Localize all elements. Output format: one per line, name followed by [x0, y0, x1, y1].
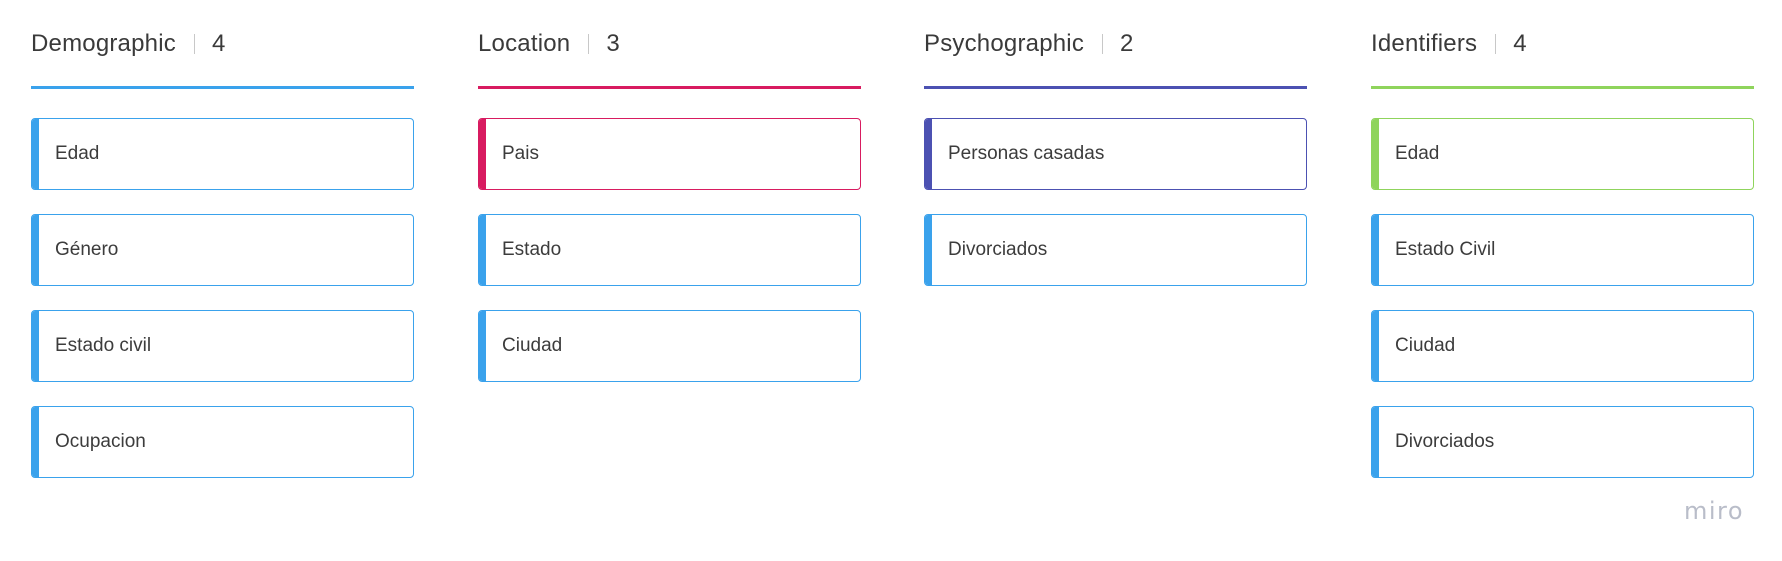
- card-label: Divorciados: [948, 239, 1048, 260]
- card-color-stripe: [32, 215, 39, 285]
- card-list: Pais Estado Ciudad: [478, 118, 861, 406]
- card-color-stripe: [479, 311, 486, 381]
- card-color-stripe: [479, 119, 486, 189]
- header-divider: [588, 34, 590, 54]
- miro-watermark: miro: [1684, 497, 1745, 525]
- card-color-stripe: [925, 119, 932, 189]
- card[interactable]: Ciudad: [478, 310, 861, 382]
- card[interactable]: Estado: [478, 214, 861, 286]
- card-color-stripe: [32, 407, 39, 477]
- card-list: Edad Género Estado civil Ocupacion: [31, 118, 414, 502]
- card-label: Género: [55, 239, 119, 260]
- card[interactable]: Personas casadas: [924, 118, 1307, 190]
- card-label: Estado civil: [55, 335, 152, 356]
- card-label: Personas casadas: [948, 143, 1105, 164]
- card-color-stripe: [1372, 311, 1379, 381]
- column-color-rule: [924, 86, 1307, 89]
- column-color-rule: [1371, 86, 1754, 89]
- column-header[interactable]: Demographic 4: [31, 22, 225, 66]
- card[interactable]: Ocupacion: [31, 406, 414, 478]
- card[interactable]: Género: [31, 214, 414, 286]
- card-label: Ocupacion: [55, 431, 146, 452]
- card[interactable]: Edad: [1371, 118, 1754, 190]
- card-color-stripe: [479, 215, 486, 285]
- card-label: Estado: [502, 239, 562, 260]
- card[interactable]: Edad: [31, 118, 414, 190]
- card-color-stripe: [1372, 407, 1379, 477]
- card-label: Edad: [1395, 143, 1440, 164]
- card-color-stripe: [925, 215, 932, 285]
- header-divider: [1102, 34, 1104, 54]
- card[interactable]: Estado civil: [31, 310, 414, 382]
- column-title: Identifiers: [1371, 30, 1478, 57]
- card-label: Estado Civil: [1395, 239, 1496, 260]
- card[interactable]: Estado Civil: [1371, 214, 1754, 286]
- card-label: Ciudad: [1395, 335, 1456, 356]
- card-label: Divorciados: [1395, 431, 1495, 452]
- column-header[interactable]: Identifiers 4: [1371, 22, 1527, 66]
- card-label: Pais: [502, 143, 539, 164]
- card-label: Edad: [55, 143, 100, 164]
- card-count: 2: [1120, 30, 1134, 57]
- card[interactable]: Divorciados: [1371, 406, 1754, 478]
- card-color-stripe: [1372, 215, 1379, 285]
- column-header[interactable]: Location 3: [478, 22, 620, 66]
- card-list: Edad Estado Civil Ciudad Divorciados: [1371, 118, 1754, 502]
- card-count: 4: [1513, 30, 1527, 57]
- card-list: Personas casadas Divorciados: [924, 118, 1307, 310]
- column-color-rule: [478, 86, 861, 89]
- column-title: Demographic: [31, 30, 176, 57]
- card-count: 3: [606, 30, 620, 57]
- card-color-stripe: [32, 311, 39, 381]
- card[interactable]: Ciudad: [1371, 310, 1754, 382]
- header-divider: [193, 34, 195, 54]
- card[interactable]: Pais: [478, 118, 861, 190]
- card-label: Ciudad: [502, 335, 563, 356]
- card-color-stripe: [1372, 119, 1379, 189]
- card-count: 4: [211, 30, 226, 57]
- column-header[interactable]: Psychographic 2: [924, 22, 1133, 66]
- column-color-rule: [31, 86, 414, 89]
- column-title: Location: [478, 30, 571, 57]
- header-divider: [1495, 34, 1497, 54]
- card-color-stripe: [32, 119, 39, 189]
- card[interactable]: Divorciados: [924, 214, 1307, 286]
- column-title: Psychographic: [924, 30, 1085, 57]
